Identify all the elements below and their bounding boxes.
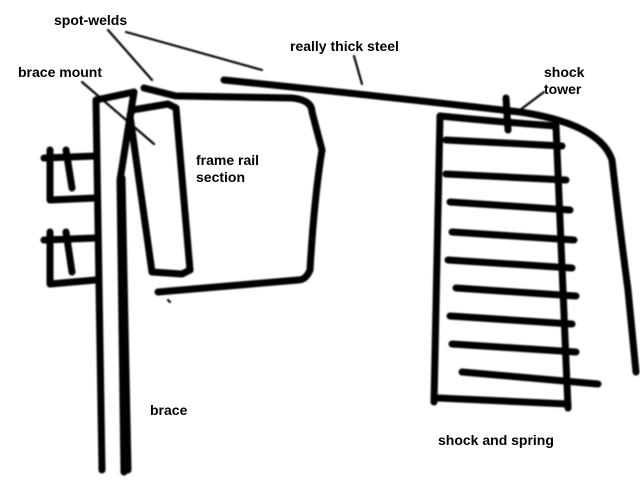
leader-thick-steel	[352, 54, 364, 86]
leader-spot-welds-1	[106, 28, 154, 82]
brace-mount-edge	[140, 84, 180, 100]
brace-bar	[118, 174, 132, 474]
shock-tower-left	[430, 112, 444, 406]
label-spot-welds: spot-welds	[54, 12, 128, 28]
spot-weld-mark	[166, 298, 172, 304]
label-really-thick-steel: really thick steel	[290, 38, 399, 54]
spring-coil-6	[452, 284, 580, 300]
shock-tower-mount	[502, 94, 512, 134]
leader-brace-mount	[80, 80, 156, 146]
shock-tower-top	[436, 112, 560, 130]
leader-shock-tower	[518, 90, 546, 112]
spring-coil-1	[442, 136, 566, 150]
spring-coil-7	[446, 312, 576, 328]
mount-bolt-top	[40, 146, 100, 204]
brace-mount-plate	[126, 100, 194, 278]
spring-coil-4	[448, 228, 578, 244]
label-frame-rail-section: frame rail section	[196, 152, 260, 185]
spring-coil-8	[448, 340, 580, 356]
label-brace: brace	[150, 402, 188, 418]
thick-steel-bar	[220, 76, 640, 376]
label-brace-mount: brace mount	[18, 64, 103, 80]
spring-coil-9	[458, 368, 602, 388]
spring-coil-10	[434, 394, 572, 408]
spring-coil-2	[442, 170, 570, 184]
spring-coil-5	[444, 256, 576, 272]
mount-bolt-bottom	[40, 228, 100, 288]
leader-spot-welds-2	[124, 30, 264, 72]
spring-coil-3	[446, 198, 574, 214]
frame-rail-section	[154, 92, 326, 296]
label-shock-tower: shock tower	[544, 64, 585, 97]
label-shock-and-spring: shock and spring	[438, 432, 554, 448]
